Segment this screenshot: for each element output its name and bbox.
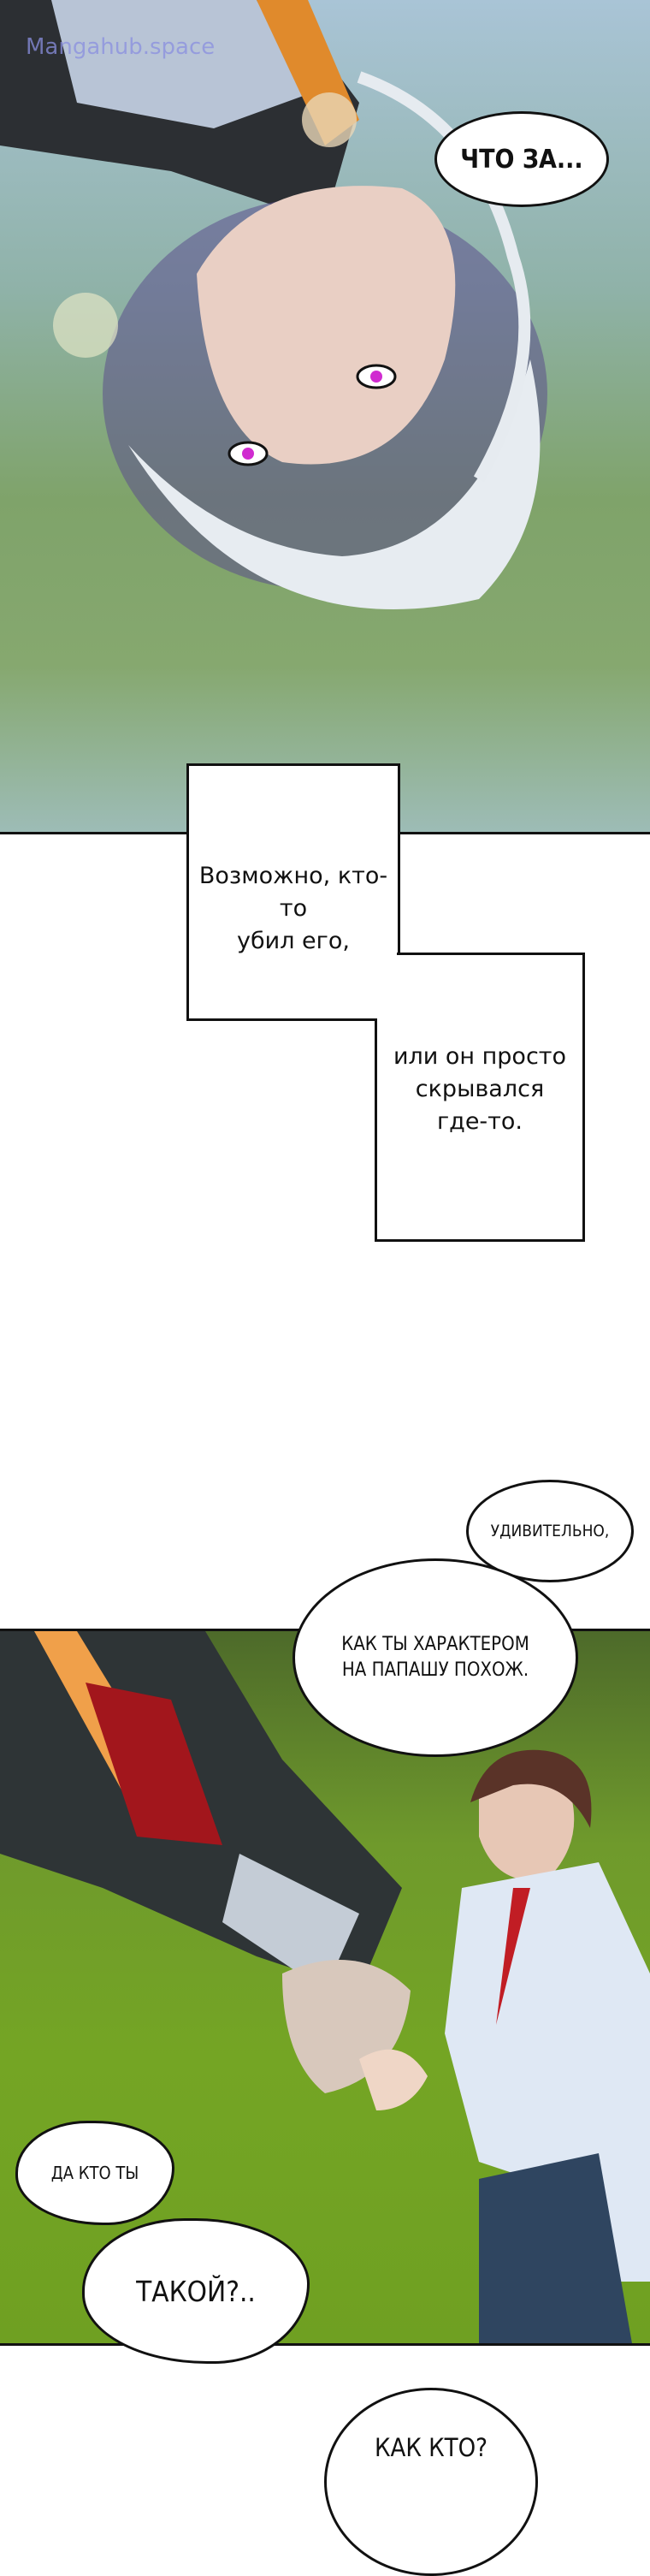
speech-text: КАК ТЫ ХАРАКТЕРОМ НА ПАПАШУ ПОХОЖ. xyxy=(341,1632,529,1683)
speech-bubble-who-are-you: ДА КТО ТЫ xyxy=(15,2121,174,2225)
watermark: Mangahub.space xyxy=(26,34,216,60)
speech-line: КАК ТЫ ХАРАКТЕРОМ xyxy=(341,1634,529,1655)
speech-bubble-what: ЧТО ЗА... xyxy=(434,111,609,207)
speech-text: ДА КТО ТЫ xyxy=(50,2163,139,2183)
caption-line: Возможно, кто-то xyxy=(198,863,388,922)
panel-2-artwork xyxy=(0,1631,650,2343)
speech-bubble-what-do-you-mean: КАК КТО? xyxy=(324,2388,538,2576)
caption-line: убил его, xyxy=(237,928,350,954)
caption-line: скрывался xyxy=(415,1076,545,1102)
speech-text: ЧТО ЗА... xyxy=(460,144,583,175)
speech-bubble-like-father: КАК ТЫ ХАРАКТЕРОМ НА ПАПАШУ ПОХОЖ. xyxy=(292,1558,578,1757)
caption-text-1: Возможно, кто-то убил его, xyxy=(189,860,398,958)
speech-bubble-surprising: УДИВИТЕЛЬНО, xyxy=(466,1480,634,1582)
speech-text: ТАКОЙ?.. xyxy=(136,2274,256,2308)
caption-text-2: или он просто скрывался где-то. xyxy=(377,1041,582,1138)
caption-line: где-то. xyxy=(436,1108,523,1135)
panel-1-artwork xyxy=(0,0,547,609)
comic-panel-2 xyxy=(0,1629,650,2346)
caption-join xyxy=(189,953,397,1018)
speech-line: НА ПАПАШУ ПОХОЖ. xyxy=(341,1659,529,1681)
speech-text: УДИВИТЕЛЬНО, xyxy=(490,1522,610,1540)
caption-line: или он просто xyxy=(393,1043,567,1070)
speech-bubble-such: ТАКОЙ?.. xyxy=(82,2218,310,2364)
speech-text: КАК КТО? xyxy=(374,2433,488,2462)
caption-box-2: или он просто скрывался где-то. xyxy=(375,953,585,1242)
